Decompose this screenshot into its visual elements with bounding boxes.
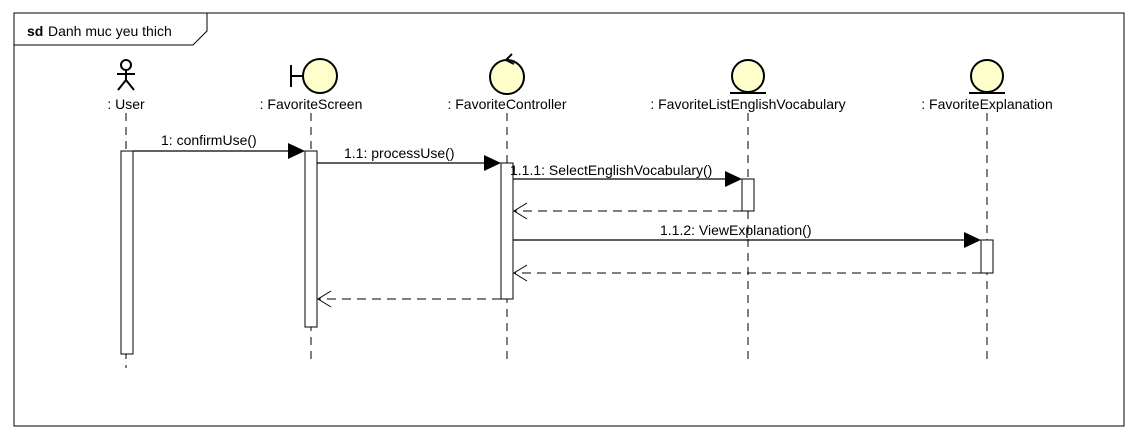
- message-1-1-2-arrowhead: [964, 232, 981, 248]
- lifeline-explanation-label: : FavoriteExplanation: [921, 96, 1053, 112]
- activation-explanation: [980, 239, 994, 274]
- return-from-explanation-arrowhead: [513, 264, 528, 282]
- message-1-1-1-arrowhead: [725, 171, 742, 187]
- activation-screen: [304, 150, 318, 328]
- message-1-arrowhead: [288, 143, 305, 159]
- boundary-icon: [290, 58, 338, 94]
- activation-list: [741, 178, 755, 212]
- entity-icon: [969, 59, 1005, 94]
- actor-icon: [117, 59, 135, 91]
- lifeline-controller-label: : FavoriteController: [447, 96, 566, 112]
- lifeline-user-label: : User: [107, 96, 145, 112]
- activation-user: [120, 150, 134, 355]
- frame-title: Danh muc yeu thich: [48, 23, 172, 39]
- lifeline-list-label: : FavoriteListEnglishVocabulary: [650, 96, 845, 112]
- lifeline-screen-label: : FavoriteScreen: [260, 96, 363, 112]
- diagram-frame: [13, 12, 1125, 427]
- entity-icon: [730, 59, 766, 94]
- return-from-list-arrowhead: [513, 202, 528, 220]
- activation-controller: [500, 162, 514, 300]
- frame-keyword: sd: [27, 23, 43, 39]
- message-1-1-label: 1.1: processUse(): [344, 145, 454, 161]
- return-from-controller-arrowhead: [317, 290, 332, 308]
- message-1-1-1-label: 1.1.1: SelectEnglishVocabulary(): [510, 162, 712, 178]
- control-icon: [489, 53, 525, 95]
- frame-tab: [14, 13, 208, 46]
- message-1-1-arrowhead: [484, 155, 501, 171]
- message-1-label: 1: confirmUse(): [161, 132, 257, 148]
- message-1-1-2-label: 1.1.2: ViewExplanation(): [660, 222, 812, 238]
